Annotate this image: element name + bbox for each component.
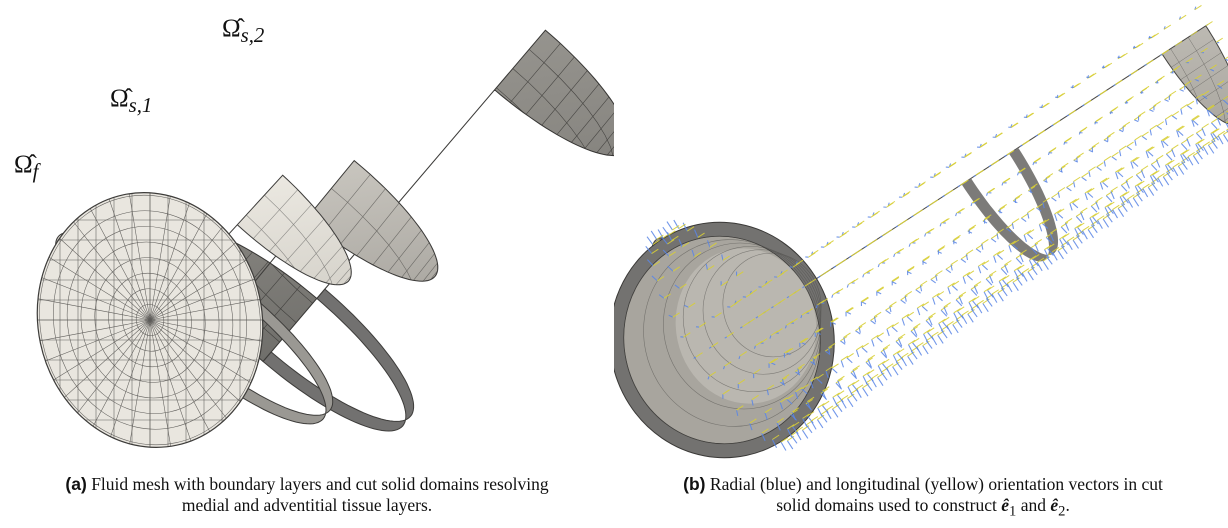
panel-a: Ω̂f Ω̂s,1 Ω̂s,2 (a) Fluid mesh with boun… (7, 15, 614, 516)
caption-b-line1: Radial (blue) and longitudinal (yellow) … (709, 474, 1163, 494)
omega-f-subscript: f (32, 159, 39, 183)
fluid-mesh-figure (20, 29, 614, 460)
orientation-vectors (645, 4, 1228, 451)
caption-b-line2: solid domains used to construct (776, 495, 997, 515)
omega-s2-label: Ω̂s,2 (222, 15, 265, 47)
caption-a: (a) Fluid mesh with boundary layers and … (7, 474, 607, 516)
caption-a-tag: (a) (65, 474, 87, 494)
omega-f-label: Ω̂f (14, 151, 39, 183)
vessel-wall-tube (614, 25, 1228, 459)
omega-s1-subscript: s,1 (128, 93, 153, 117)
tube-opening (614, 221, 835, 459)
orientation-vectors-figure (614, 4, 1228, 459)
vector-e1: ê1 (1001, 495, 1017, 520)
vector-e2: ê2 (1050, 495, 1066, 520)
panel-b: (b) Radial (blue) and longitudinal (yell… (614, 0, 1228, 528)
caption-a-line2: medial and adventitial tissue layers. (181, 495, 433, 515)
omega-s2-subscript: s,2 (240, 23, 265, 47)
caption-b: (b) Radial (blue) and longitudinal (yell… (683, 474, 1163, 520)
caption-b-tag: (b) (683, 474, 706, 494)
caption-b-and: and (1020, 495, 1046, 515)
omega-s1-label: Ω̂s,1 (110, 85, 153, 117)
caption-a-line1: Fluid mesh with boundary layers and cut … (91, 474, 549, 494)
